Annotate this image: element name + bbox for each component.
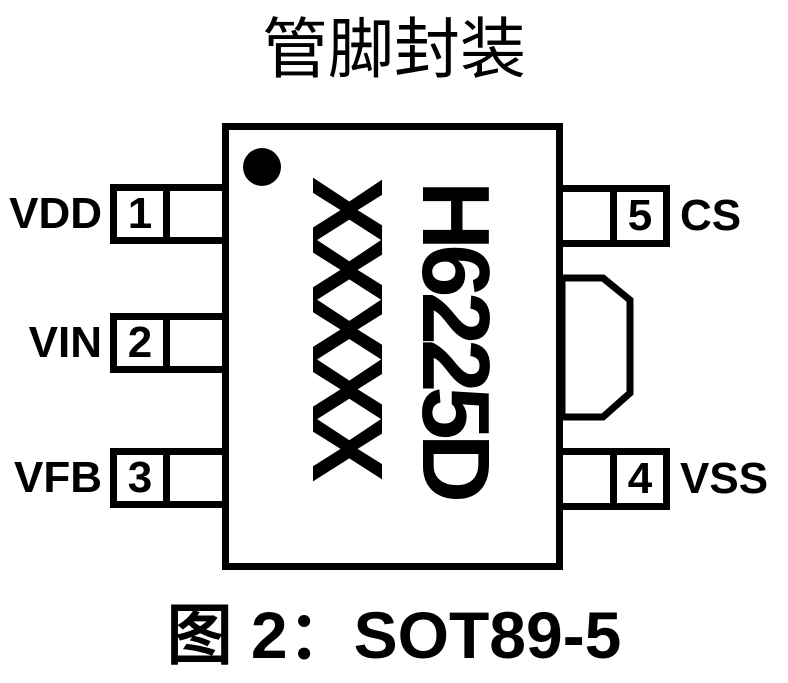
chip-marking-part-number: H6225D [402, 180, 509, 498]
pin-lead-1 [170, 191, 222, 237]
chip-marking-lot-code: XXXXX [291, 176, 403, 476]
pin-box-1: 1 [110, 184, 229, 244]
figure-title: 管脚封装 [262, 14, 526, 87]
pin-box-3: 3 [110, 448, 229, 508]
pin-label-cs: CS [680, 191, 742, 240]
pin-number-2: 2 [117, 320, 170, 366]
pin-box-5: 5 [556, 185, 670, 247]
pin-lead-5 [563, 192, 610, 240]
pin-box-4: 4 [556, 448, 670, 510]
pin-number-3: 3 [117, 455, 170, 501]
pin-number-5: 5 [610, 192, 663, 240]
pin-label-vfb: VFB [14, 453, 102, 502]
pin-box-2: 2 [110, 313, 229, 373]
pin-lead-4 [563, 455, 610, 503]
pin-lead-3 [170, 455, 222, 501]
figure-caption: 图 2：SOT89-5 [166, 598, 622, 672]
pin1-indicator-dot [243, 148, 281, 186]
heatsink-tab-outline [558, 274, 634, 421]
pin-number-4: 4 [610, 455, 663, 503]
pin-lead-2 [170, 320, 222, 366]
pin-label-vss: VSS [680, 454, 769, 503]
heatsink-tab [558, 274, 634, 421]
pin-number-1: 1 [117, 191, 170, 237]
pin-label-vin: VIN [28, 318, 102, 367]
pin-label-vdd: VDD [9, 189, 102, 238]
